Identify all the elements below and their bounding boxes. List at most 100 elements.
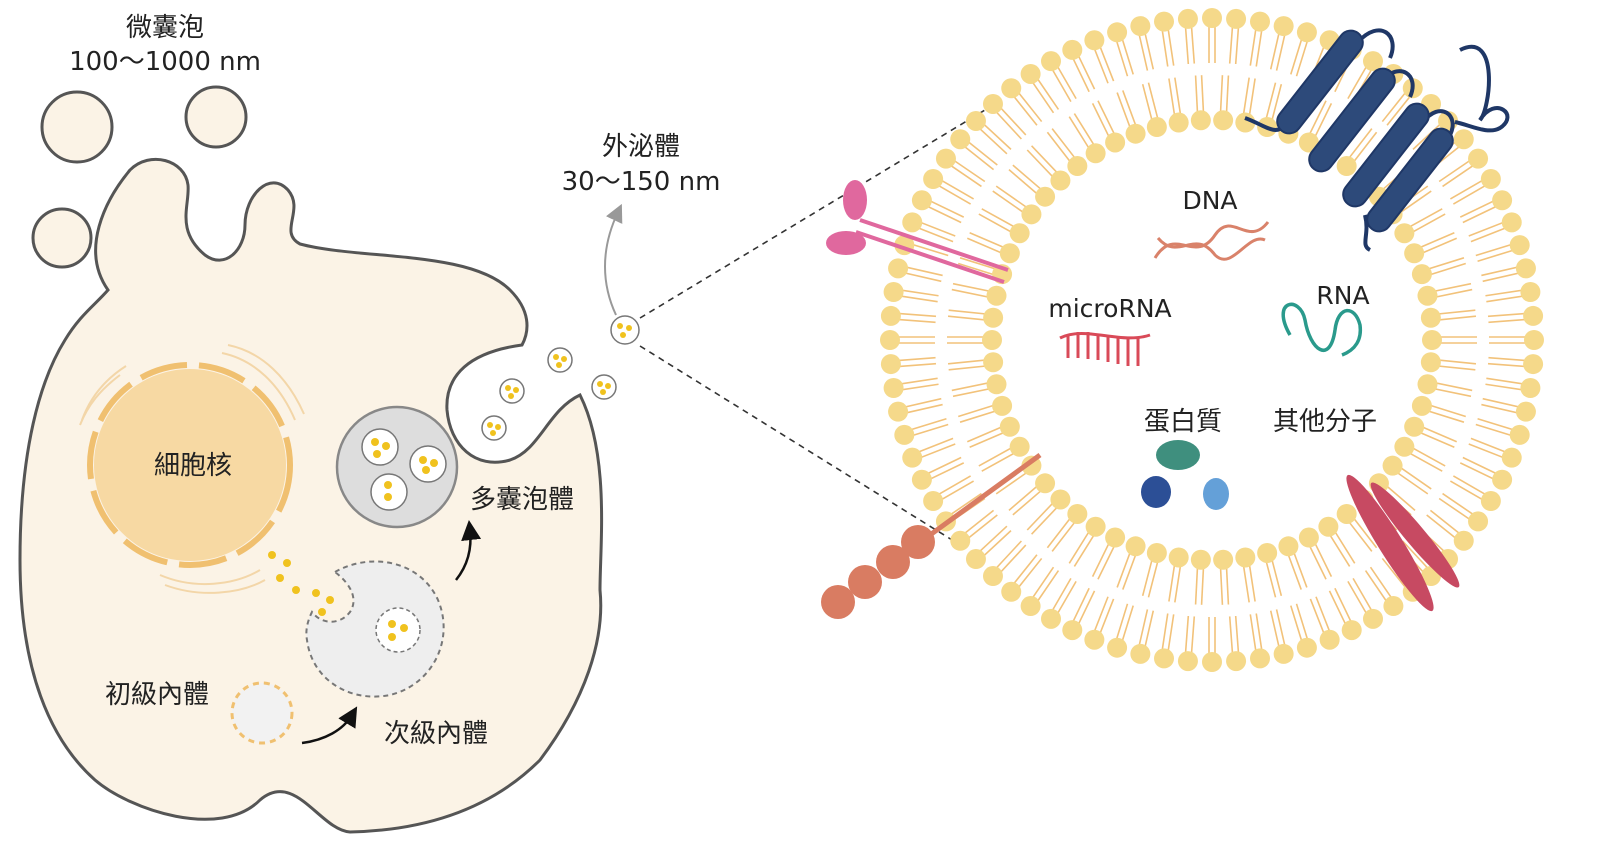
lipid-head-inner — [1404, 243, 1425, 264]
lipid-head-outer — [950, 129, 971, 150]
lipid-head-outer — [1501, 212, 1522, 233]
lipid-head-outer — [1523, 354, 1544, 375]
exosome-caption: 外泌體 30～150 nm — [562, 132, 721, 197]
lipid-head-outer — [1296, 637, 1317, 658]
lipid-head-inner — [992, 395, 1013, 416]
lipid-head-inner — [1257, 542, 1278, 563]
lipid-head-outer — [1363, 51, 1383, 72]
lipid-head-inner — [1050, 489, 1071, 510]
lipid-head-inner — [1235, 547, 1256, 568]
multivesicular-body: 多囊泡體 — [335, 405, 574, 529]
lipid-head-outer — [1273, 16, 1294, 37]
lipid-head-inner — [1422, 330, 1442, 350]
lipid-head-outer — [965, 549, 986, 570]
cargo-dots-trail — [268, 551, 300, 594]
lipid-head-inner — [983, 307, 1004, 328]
lipid-head-outer — [1107, 637, 1128, 658]
lipid-head-inner — [1318, 516, 1339, 537]
lipid-head-outer — [1001, 78, 1022, 99]
lipid-head-inner — [982, 330, 1002, 350]
lipid-head-outer — [1520, 377, 1541, 398]
lipid-head-inner — [1394, 223, 1415, 244]
lipid-head-outer — [902, 212, 923, 233]
lipid-head-inner — [1146, 117, 1167, 138]
lipid-head-inner — [1021, 204, 1042, 225]
lipid-head-inner — [983, 352, 1004, 373]
lipid-head-outer — [1177, 8, 1198, 29]
transmembrane-receptor — [1244, 28, 1510, 252]
lipid-head-inner — [1420, 352, 1441, 373]
rna-label: RNA — [1316, 281, 1369, 310]
other-molecules-label: 其他分子 — [1273, 407, 1377, 437]
pink-membrane-protein — [826, 180, 1009, 284]
lipid-head-inner — [1298, 132, 1319, 153]
lipid-head-inner — [1168, 112, 1189, 133]
lipid-head-outer — [1480, 169, 1501, 189]
lipid-head-inner — [1336, 156, 1357, 177]
lipid-head-outer — [880, 330, 900, 350]
cargo-protein: 蛋白質 — [1141, 407, 1229, 510]
zoom-lines — [639, 109, 986, 549]
crimson-membrane-protein — [1346, 474, 1460, 612]
lipid-head-outer — [1296, 22, 1317, 43]
lipid-head-inner — [1417, 285, 1438, 306]
lipid-head-outer — [1041, 51, 1061, 72]
lipid-head-outer — [911, 190, 932, 211]
lipid-head-inner — [1213, 110, 1234, 131]
lipid-head-outer — [883, 282, 904, 303]
lipid-head-outer — [1468, 148, 1489, 169]
lipid-bilayer — [880, 8, 1544, 672]
lipid-head-outer — [1062, 620, 1083, 641]
lipid-head-outer — [982, 566, 1003, 587]
lipid-head-inner — [1394, 436, 1415, 457]
lipid-head-outer — [1249, 11, 1270, 32]
lipid-head-inner — [1336, 503, 1357, 524]
lipid-head-outer — [1226, 8, 1247, 29]
protein-label: 蛋白質 — [1144, 407, 1222, 437]
lipid-head-outer — [1524, 330, 1544, 350]
lipid-head-inner — [986, 374, 1007, 395]
exosome-title: 外泌體 — [602, 132, 680, 162]
lipid-head-outer — [1492, 469, 1513, 490]
lipid-head-inner — [1420, 307, 1441, 328]
lipid-head-outer — [1480, 491, 1501, 511]
lipid-head-inner — [1190, 110, 1211, 131]
lipid-head-outer — [888, 401, 909, 422]
lipid-head-outer — [965, 110, 986, 131]
cargo-rna: RNA — [1281, 281, 1370, 357]
lipid-head-inner — [1067, 503, 1088, 524]
lipid-head-outer — [1020, 596, 1041, 617]
lipid-head-outer — [1107, 22, 1128, 43]
lipid-head-inner — [1035, 473, 1056, 494]
lipid-head-outer — [888, 258, 909, 279]
lipid-head-outer — [1084, 629, 1105, 650]
lipid-head-inner — [1298, 527, 1319, 548]
lipid-head-inner — [1417, 374, 1438, 395]
lipid-head-inner — [999, 416, 1020, 437]
lipid-head-outer — [1001, 581, 1022, 602]
lipid-head-outer — [1509, 424, 1530, 445]
lipid-head-outer — [1202, 8, 1222, 28]
lipid-head-inner — [1067, 156, 1088, 177]
lipid-head-inner — [999, 243, 1020, 264]
lipid-head-inner — [1125, 536, 1146, 557]
lipid-head-inner — [1035, 186, 1056, 207]
lipid-head-outer — [1453, 129, 1474, 150]
late-endosome-label: 次級內體 — [384, 719, 488, 749]
lipid-head-outer — [1226, 651, 1247, 672]
lipid-head-outer — [1154, 648, 1175, 669]
lipid-head-outer — [1062, 39, 1083, 60]
exosome-release-arrow — [604, 203, 623, 316]
lipid-head-outer — [1202, 652, 1222, 672]
cargo-dna: DNA — [1153, 186, 1270, 261]
lipid-head-outer — [1501, 447, 1522, 468]
lipid-head-outer — [902, 447, 923, 468]
lipid-head-inner — [1404, 416, 1425, 437]
lipid-head-outer — [1453, 530, 1474, 551]
lipid-head-outer — [1341, 620, 1362, 641]
lipid-head-outer — [1020, 63, 1041, 84]
lipid-head-outer — [1319, 629, 1340, 650]
lipid-head-inner — [1050, 170, 1071, 191]
lipid-head-outer — [1515, 258, 1536, 279]
